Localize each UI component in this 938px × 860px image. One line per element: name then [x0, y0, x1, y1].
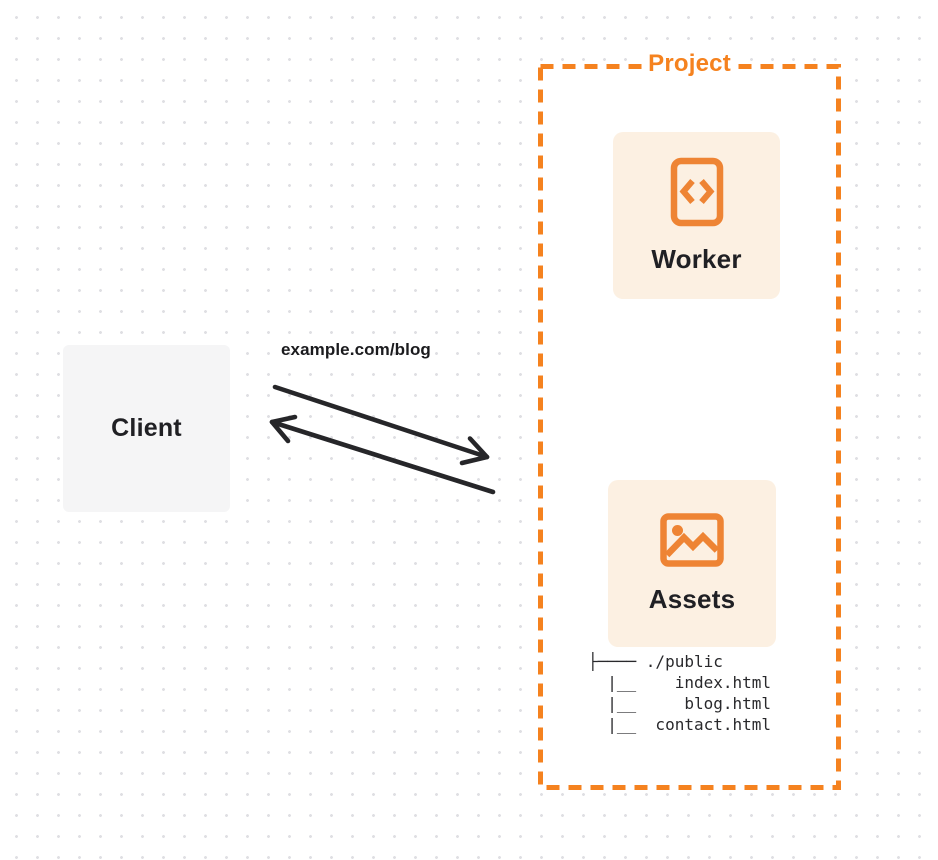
assets-node: Assets: [608, 480, 776, 647]
request-arrow: [272, 384, 490, 466]
client-node: Client: [63, 345, 230, 512]
code-file-icon: [670, 157, 724, 227]
assets-file-tree: ├──── ./public |__ index.html |__ blog.h…: [588, 652, 772, 734]
worker-node: Worker: [613, 132, 780, 299]
project-label: Project: [641, 49, 738, 79]
worker-label: Worker: [651, 243, 742, 274]
client-label: Client: [111, 414, 182, 442]
image-icon: [660, 512, 724, 567]
assets-label: Assets: [648, 583, 736, 614]
request-response-arrows: [269, 384, 496, 495]
request-url-label: example.com/blog: [281, 340, 431, 359]
project-dashed-border: [538, 64, 841, 790]
project-container: Project Worker Assets: [538, 49, 841, 790]
response-arrow: [269, 414, 496, 495]
